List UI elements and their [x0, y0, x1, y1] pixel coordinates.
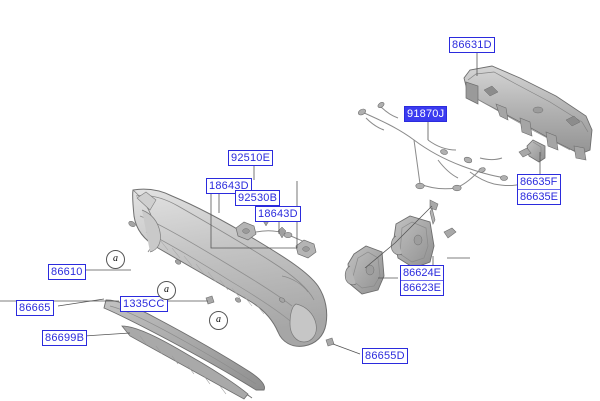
part-label-92510e[interactable]: 92510E [228, 150, 274, 166]
part-label-86699b[interactable]: 86699B [42, 330, 88, 346]
artwork-side-bracket-right [390, 215, 435, 269]
part-label-86610[interactable]: 86610 [48, 264, 86, 280]
artwork-stay-bracket [518, 139, 546, 163]
artwork-side-bracket-left [344, 245, 385, 295]
leader-86655d [332, 343, 361, 355]
part-label-row[interactable]: 86624E [401, 267, 443, 281]
part-label-1335cc[interactable]: 1335CC [120, 296, 168, 312]
leader-screw-topright [394, 205, 433, 244]
artwork-reinforcement-beam [463, 65, 593, 161]
part-label-86631d[interactable]: 86631D [449, 37, 495, 53]
part-label-row[interactable]: 86623E [403, 282, 441, 294]
part-label-18643d-right[interactable]: 18643D [255, 206, 301, 222]
part-label-86655d[interactable]: 86655D [362, 348, 408, 364]
artwork-sensor-group [235, 214, 317, 259]
part-label-86665[interactable]: 86665 [16, 300, 54, 316]
ref-marker-a-3[interactable]: a [209, 311, 228, 330]
ref-marker-a-1[interactable]: a [106, 250, 125, 269]
artwork-lower-molding [103, 299, 265, 400]
part-label-92530b[interactable]: 92530B [235, 190, 281, 206]
part-label-row[interactable]: 86635E [520, 191, 558, 203]
ref-marker-a-2[interactable]: a [157, 281, 176, 300]
artwork-screws [205, 199, 457, 347]
leader-screw-bottomleft [364, 242, 396, 269]
artwork-rear-bumper-cover [128, 188, 328, 347]
leader-86665 [57, 298, 105, 307]
part-label-91870j[interactable]: 91870J [404, 106, 448, 122]
leader-86699b [83, 332, 131, 337]
part-label-row[interactable]: 86635F [518, 175, 560, 190]
